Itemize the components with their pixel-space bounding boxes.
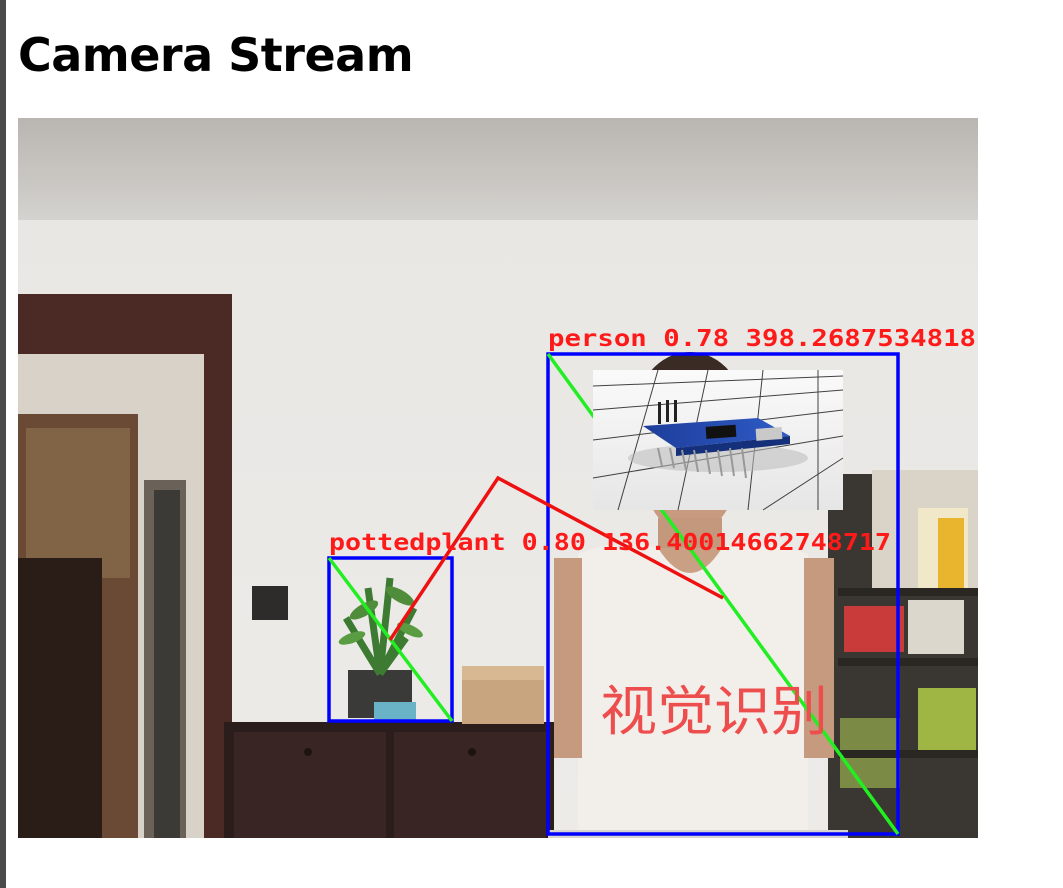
pottedplant-detection-label: pottedplant 0.80 136.40014662748717 bbox=[329, 530, 891, 556]
inset-render-image bbox=[592, 369, 844, 511]
page-title: Camera Stream bbox=[18, 28, 414, 82]
cabinet bbox=[224, 722, 554, 838]
window-left-edge bbox=[0, 0, 6, 888]
door-frame bbox=[18, 294, 232, 838]
wall-switch bbox=[252, 586, 288, 620]
camera-stream-image: person 0.78 398.2687534818 pottedplant 0… bbox=[18, 118, 978, 838]
potted-plant bbox=[338, 577, 423, 720]
person-bounding-box bbox=[546, 352, 900, 836]
shelf-right bbox=[828, 470, 978, 838]
connector-line bbox=[388, 475, 724, 641]
overlay-text: 视觉识别 bbox=[600, 680, 828, 743]
pottedplant-bounding-box bbox=[327, 556, 454, 723]
camera-stream-frame: person 0.78 398.2687534818 pottedplant 0… bbox=[18, 118, 978, 838]
person-detection-label: person 0.78 398.2687534818 bbox=[548, 326, 976, 352]
